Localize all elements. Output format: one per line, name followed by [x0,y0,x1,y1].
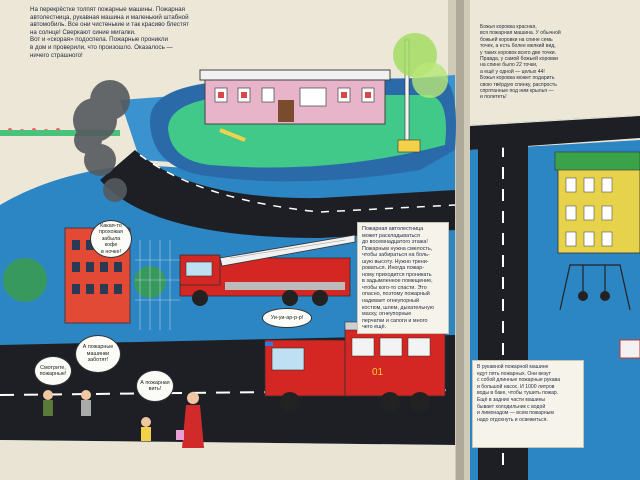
speech-bubble-ambulance: А пожарная вить! [136,370,174,402]
speech-bubble-look: Смотрите, пожарные! [34,356,72,386]
speech-bubble-bravo: А пожарные машинки заботят! [75,335,121,373]
ladder-truck-paragraph: Пожарная автолестница может раскладывать… [357,222,449,334]
hose-truck-paragraph: В рукавной пожарной машине едут пять пож… [472,360,584,448]
kindergarten-building [204,77,386,125]
speech-bubble-smoke: Какая-то прохожая забыла кофе в ночке! [90,220,132,258]
tree-left [3,258,47,302]
ambulance [619,339,640,359]
speech-bubble-siren: Уи-уи-ар-р-р! [262,308,312,328]
intro-paragraph: На перекрёстке толпят пожарные машины. П… [30,6,189,59]
pump-fire-truck [264,321,446,412]
ladder-fire-truck [179,234,356,306]
swing-set [559,264,631,311]
pump-truck-number: 01 [372,367,384,378]
pedestrians [43,390,204,448]
smoke-cloud [73,80,130,202]
ladybug-paragraph: Божья коровка красная, вся пожарная маши… [480,24,561,101]
